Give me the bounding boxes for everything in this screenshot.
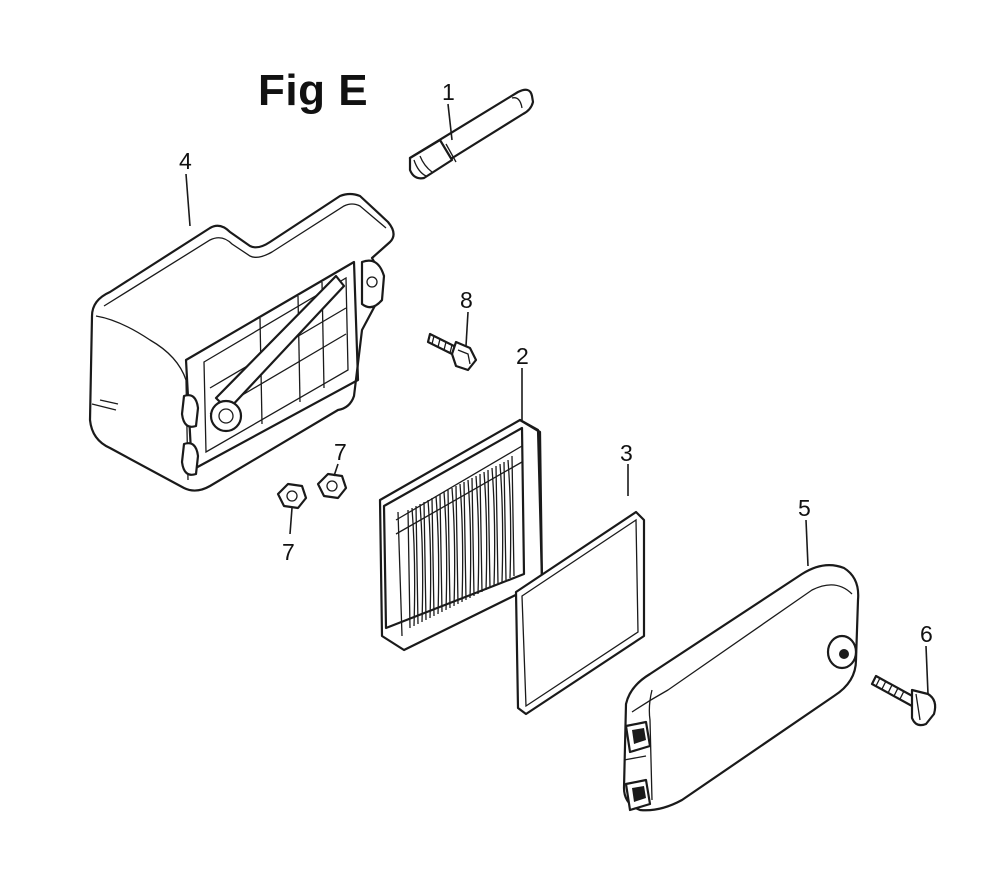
part-7-nut-right [316,463,348,500]
callout-8: 8 [460,287,473,313]
part-4-air-cleaner-case [88,173,395,492]
callout-4: 4 [179,148,192,174]
part-5-cover [622,519,860,812]
part-6-knob-bolt [870,645,937,727]
callout-5: 5 [798,495,811,521]
figure-title: Fig E [258,66,369,115]
part-7-nut-left [276,482,308,535]
callout-7-upper: 7 [334,439,347,465]
callout-3: 3 [620,440,633,466]
part-3-pre-filter [514,464,646,716]
callout-2: 2 [516,343,529,369]
part-8-bolt [426,311,478,372]
part-2-filter-element [378,368,544,652]
callout-7-lower: 7 [282,539,295,565]
callout-6: 6 [920,621,933,647]
part-1-pipe [408,88,535,180]
callout-1: 1 [442,79,455,105]
